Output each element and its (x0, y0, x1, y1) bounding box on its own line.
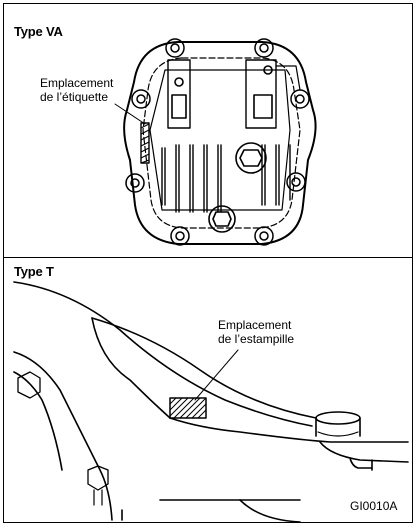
callout-line-2: de l’étiquette (40, 90, 109, 104)
label-location-callout-va: Emplacement de l’étiquette (40, 76, 113, 104)
transmission-housing-t (13, 281, 409, 523)
callout-line-1: Emplacement (218, 318, 292, 332)
panel-divider (3, 257, 413, 258)
panel-title-t: Type T (14, 264, 54, 279)
panel-title-va: Type VA (14, 24, 63, 39)
bolt-heads-va (125, 38, 310, 246)
callout-line-1: Emplacement (40, 76, 114, 90)
figure-code: GI0010A (350, 499, 398, 513)
stamp-location-callout-t: Emplacement de l’estampille (218, 318, 294, 346)
callout-line-2: de l’estampille (218, 332, 295, 346)
differential-cover-va (114, 41, 317, 245)
figure-frame (3, 3, 413, 523)
